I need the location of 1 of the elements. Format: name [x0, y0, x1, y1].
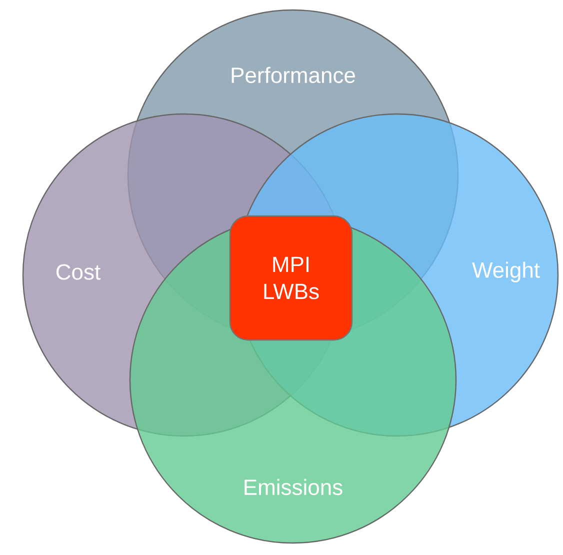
center-box: MPI LWBs — [229, 215, 353, 341]
